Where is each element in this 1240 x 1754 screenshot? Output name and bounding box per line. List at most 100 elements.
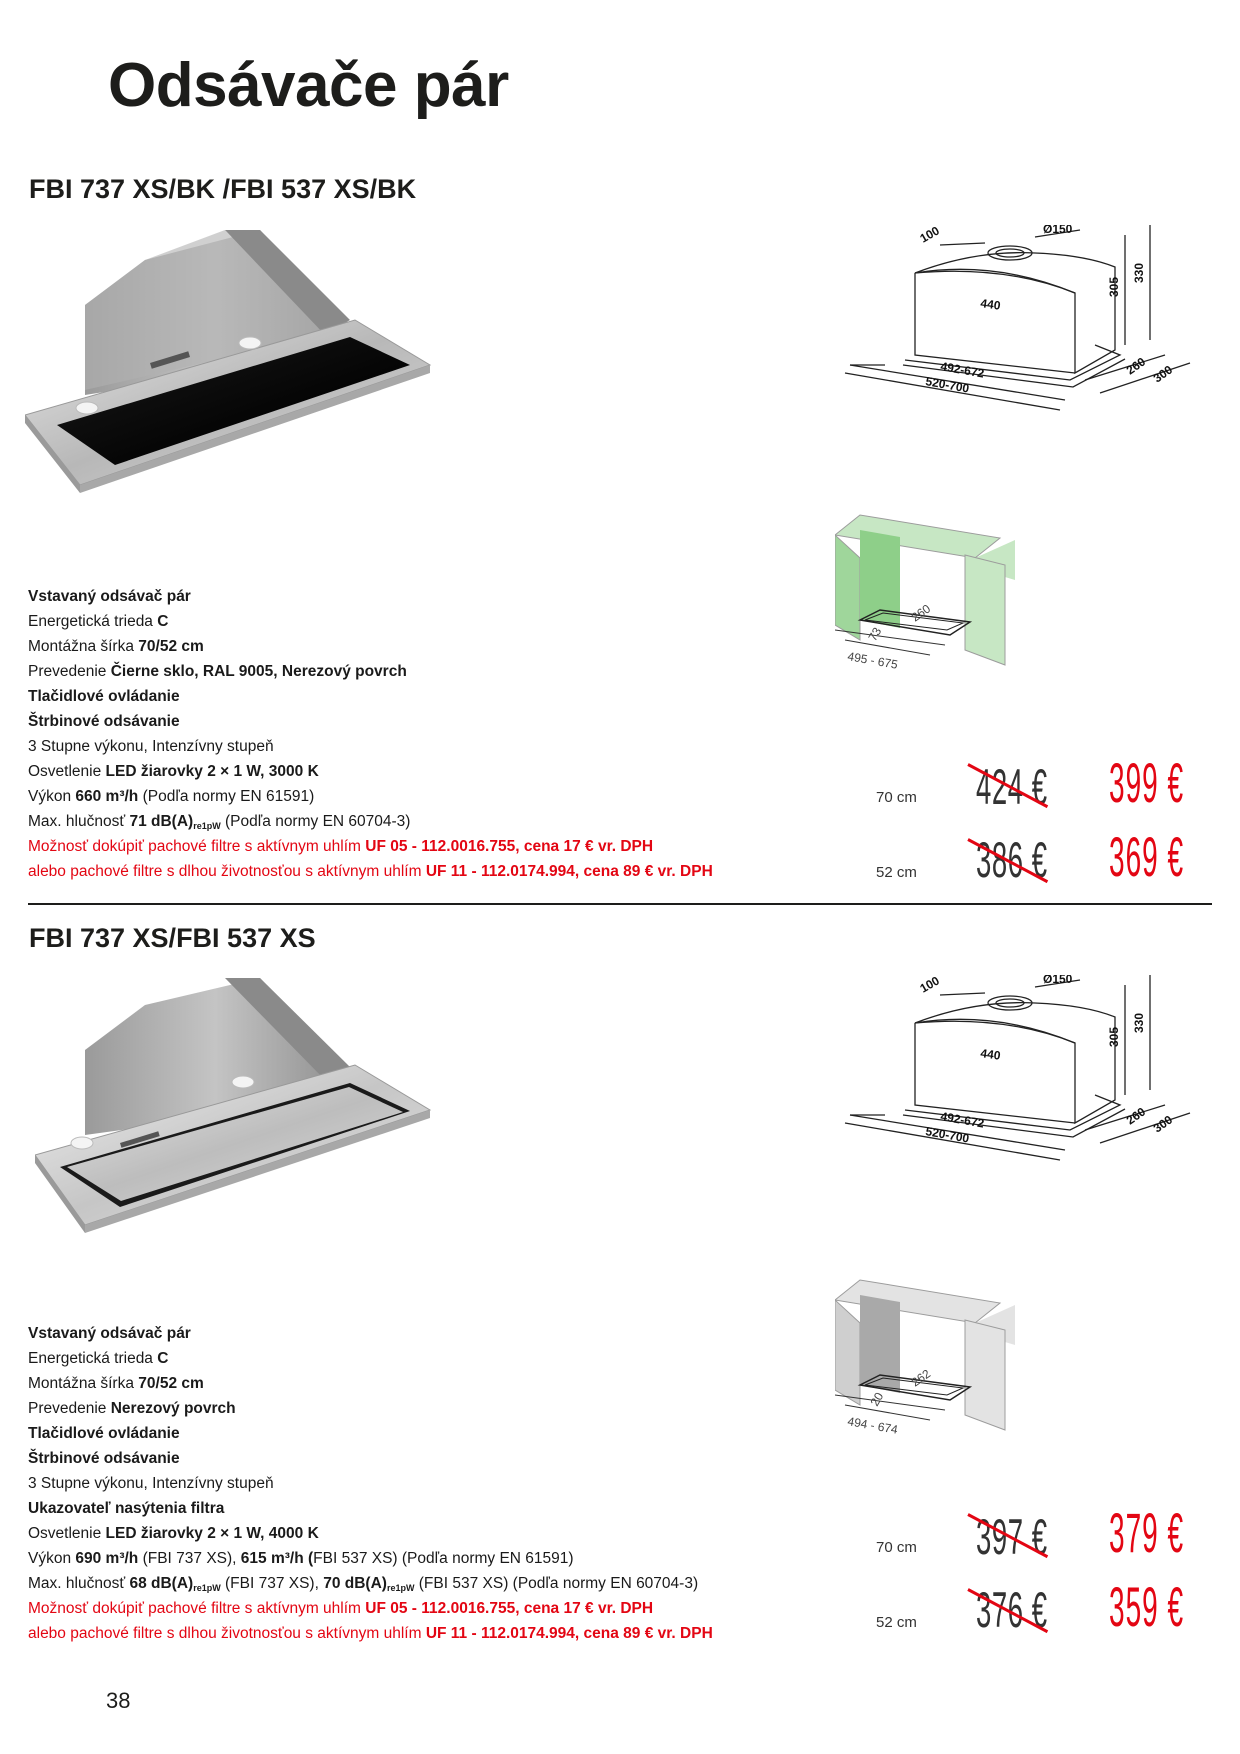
spec-text: UF 05 - 112.0016.755, cena 17 € vr. DPH [365,1600,654,1617]
dimension-drawing: 100 Ø150 440 305 330 492-672 520-700 260… [844,975,1191,1161]
install-dim: 262 [909,1366,934,1389]
installation-sketch: 262 20 494 - 674 [835,1279,1015,1437]
dim-label: 100 [918,975,943,996]
spec-line: Štrbinové odsávanie [28,709,848,734]
spec-line: Výkon 690 m³/h (FBI 737 XS), 615 m³/h (F… [28,1546,848,1571]
width-label: 70 cm [876,789,917,806]
spec-text: (FBI 537 XS) (Podľa normy EN 60704-3) [414,1575,699,1592]
spec-text: Max. hlučnosť [28,813,130,830]
spec-text: Nerezový povrch [110,1400,236,1417]
spec-text: 70 dB(A) [323,1575,387,1592]
new-price: 399 € [1109,751,1185,814]
spec-text: (Podľa normy EN 60704-3) [220,813,411,830]
width-label: 52 cm [876,864,917,881]
spec-text: Vstavaný odsávač pár [28,588,191,605]
spec-line: 3 Stupne výkonu, Intenzívny stupeň [28,1471,848,1496]
page-number: 38 [106,1688,131,1713]
dim-label: 440 [980,1046,1002,1063]
spec-text: 70/52 cm [138,1375,204,1392]
spec-line: Osvetlenie LED žiarovky 2 × 1 W, 3000 K [28,759,848,784]
spec-text: 690 m³/h [75,1550,139,1567]
spec-text: Energetická trieda [28,613,158,630]
spec-text: alebo pachové filtre s dlhou životnosťou… [28,1625,426,1642]
spec-text: Osvetlenie [28,1525,106,1542]
dim-label: 330 [1132,263,1146,283]
spec-text: Osvetlenie [28,763,106,780]
width-label: 52 cm [876,1614,917,1631]
spec-line: alebo pachové filtre s dlhou životnosťou… [28,859,848,884]
spec-line: Výkon 660 m³/h (Podľa normy EN 61591) [28,784,848,809]
spec-text: Štrbinové odsávanie [28,713,180,730]
dim-label: 520-700 [924,374,970,395]
spec-text: Prevedenie [28,663,111,680]
spec-line: Energetická trieda C [28,609,848,634]
spec-line: Možnosť dokúpiť pachové filtre s aktívny… [28,1596,848,1621]
spec-line: Štrbinové odsávanie [28,1446,848,1471]
spec-line: Ukazovateľ nasýtenia filtra [28,1496,848,1521]
page-title: Odsávače pár [108,51,509,120]
spec-text: Prevedenie [28,1400,111,1417]
spec-text: LED žiarovky 2 × 1 W, 3000 K [105,763,319,780]
spec-text: 70/52 cm [138,638,204,655]
install-dim: 73 [865,625,884,644]
spec-text: Výkon [28,1550,76,1567]
spec-text: Max. hlučnosť [28,1575,130,1592]
spec-text: C [157,613,169,630]
spec-text: Tlačidlové ovládanie [28,688,180,705]
old-price: 376 € [976,1582,1048,1638]
dim-label: Ø150 [1043,225,1073,236]
spec-text: Možnosť dokúpiť pachové filtre s aktívny… [28,838,366,855]
spec-text: Ukazovateľ nasýtenia filtra [28,1500,225,1517]
spec-text: alebo pachové filtre s dlhou životnosťou… [28,863,426,880]
spec-line: Osvetlenie LED žiarovky 2 × 1 W, 4000 K [28,1521,848,1546]
spec-text: FBI 537 XS) (Podľa normy EN 61591) [313,1550,574,1567]
dim-label: 260 [1124,1104,1149,1127]
width-label: 70 cm [876,1539,917,1556]
spec-text: (FBI 737 XS), [220,1575,324,1592]
dim-label: 100 [918,225,943,246]
spec-text: Štrbinové odsávanie [28,1450,180,1467]
spec-line: 3 Stupne výkonu, Intenzívny stupeň [28,734,848,759]
spec-text: Čierne sklo, RAL 9005, Nerezový povrch [110,663,407,680]
spec-line: Montážna šírka 70/52 cm [28,634,848,659]
dim-label: 520-700 [924,1124,970,1145]
dim-label: 300 [1151,1112,1176,1135]
spec-line: Vstavaný odsávač pár [28,584,848,609]
spec-text: Výkon [28,788,76,805]
new-price: 359 € [1109,1575,1185,1638]
spec-text: UF 05 - 112.0016.755, cena 17 € vr. DPH [365,838,654,855]
dim-label: 300 [1151,362,1176,385]
spec-text: LED žiarovky 2 × 1 W, 4000 K [105,1525,319,1542]
spec-line: Možnosť dokúpiť pachové filtre s aktívny… [28,834,848,859]
dim-label: 440 [980,296,1002,313]
spec-line: Tlačidlové ovládanie [28,1421,848,1446]
product-title: FBI 737 XS/FBI 537 XS [29,923,316,953]
new-price: 379 € [1109,1501,1185,1564]
spec-line: Max. hlučnosť 71 dB(A)re1pW (Podľa normy… [28,809,848,834]
spec-line: Tlačidlové ovládanie [28,684,848,709]
dim-label: 305 [1107,277,1121,297]
spec-text: 3 Stupne výkonu, Intenzívny stupeň [28,1475,274,1492]
dim-label: 330 [1132,1013,1146,1033]
spec-subscript: re1pW [386,1583,415,1593]
spec-text: Tlačidlové ovládanie [28,1425,180,1442]
spec-line: Vstavaný odsávač pár [28,1321,848,1346]
spec-text: Montážna šírka [28,1375,139,1392]
install-dim: 20 [867,1390,886,1409]
spec-text: (Podľa normy EN 61591) [138,788,315,805]
spec-subscript: re1pW [193,1583,221,1593]
spec-text: 615 m³/h ( [240,1550,314,1567]
spec-line: Energetická trieda C [28,1346,848,1371]
spec-text: 68 dB(A) [129,1575,194,1592]
spec-line: Prevedenie Nerezový povrch [28,1396,848,1421]
spec-text: (FBI 737 XS), [138,1550,241,1567]
section-divider [28,903,1212,905]
install-dim: 495 - 675 [846,649,899,672]
dim-label: 305 [1107,1027,1121,1047]
spec-text: Vstavaný odsávač pár [28,1325,191,1342]
install-dim: 260 [909,601,934,624]
spec-line: Max. hlučnosť 68 dB(A)re1pW (FBI 737 XS)… [28,1571,848,1596]
dimension-drawing: 100 Ø150 440 305 330 492-672 520-700 260… [844,225,1191,411]
